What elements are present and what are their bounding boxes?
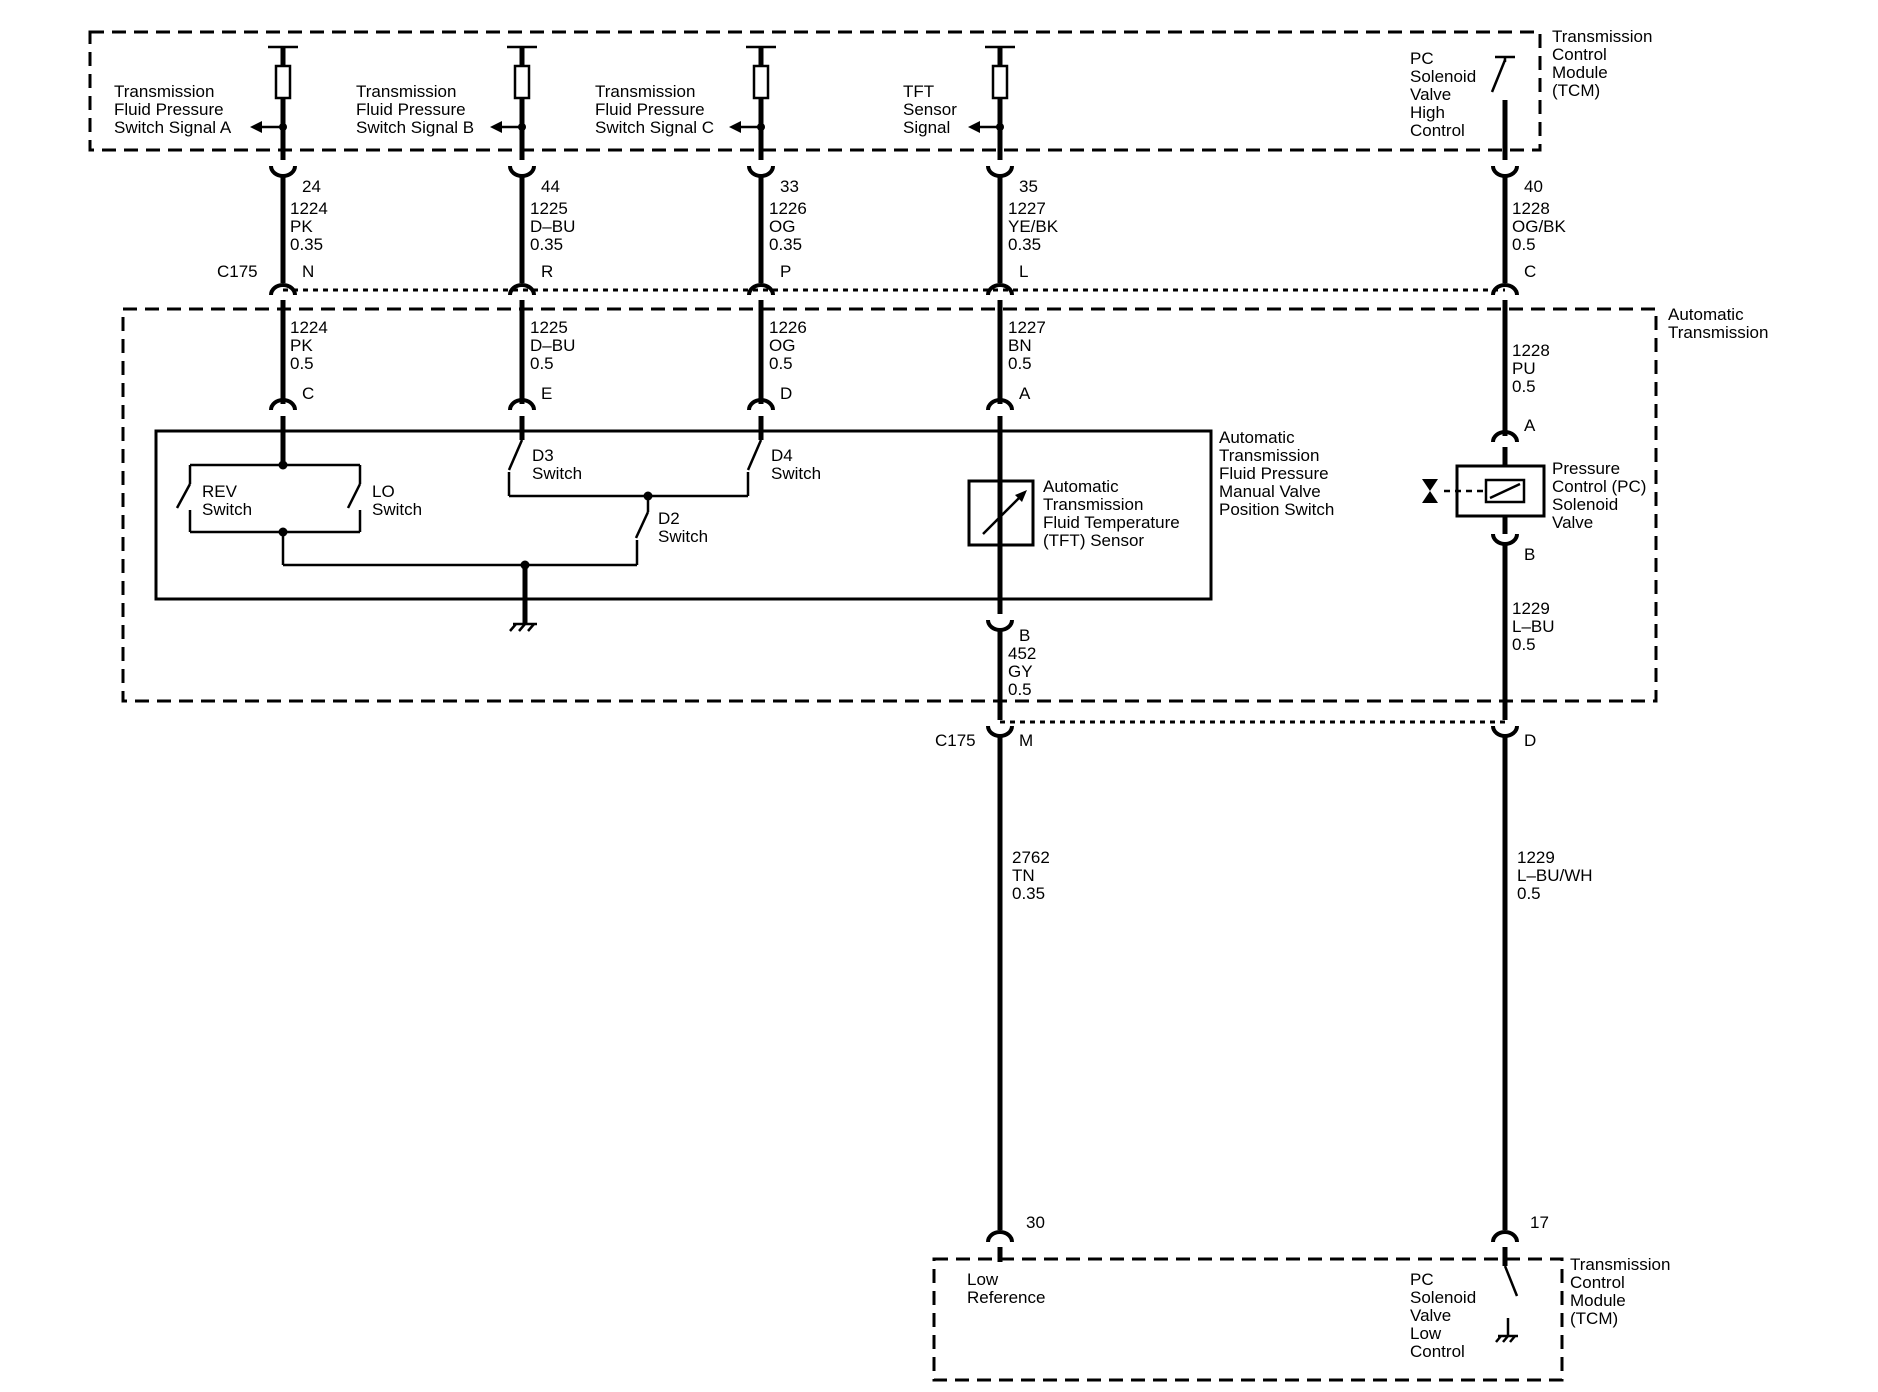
switch-pin-a: A [1019, 384, 1031, 403]
pc-solenoid-pin-b: B [1524, 545, 1535, 564]
tcm-top-title: Transmission Control Module (TCM) [1552, 27, 1657, 100]
pc-solenoid-pin-a: A [1524, 416, 1536, 435]
tft-pin-b: B [1019, 626, 1030, 645]
tcm-pin-33: 33 [780, 177, 799, 196]
wire-1227-trans: 1227 BN 0.5 [1008, 318, 1051, 373]
d2-switch-label: D2 Switch [658, 509, 708, 546]
tcm-pin-17: 17 [1530, 1213, 1549, 1232]
manual-valve-position-switch-box [154, 429, 1213, 601]
c175-pin-n: N [302, 262, 314, 281]
tcm-pin-35: 35 [1019, 177, 1038, 196]
pullup-a [250, 45, 298, 160]
pullup-c [729, 45, 776, 160]
ground-icon [509, 565, 537, 632]
tcm-top-box [88, 30, 1542, 152]
wire-1229-lower-label: 1229 L–BU/WH 0.5 [1517, 848, 1597, 903]
c175-pin-d: D [1524, 731, 1536, 750]
c175-label-lower: C175 [935, 731, 976, 750]
wire-1227-upper: 1227 YE/BK 0.35 [1008, 199, 1063, 254]
c175-lower-connector [986, 720, 1519, 738]
signal-a-label: Transmission Fluid Pressure Switch Signa… [114, 82, 232, 137]
tcm-bottom-box [932, 1257, 1564, 1382]
pc-high-label: PC Solenoid Valve High Control [1410, 49, 1481, 140]
pc-low-driver [1502, 1247, 1519, 1336]
signal-c-label: Transmission Fluid Pressure Switch Signa… [595, 82, 714, 137]
pullup-tft [968, 45, 1015, 160]
tcm-pin-44: 44 [541, 177, 560, 196]
rev-switch-label: REV Switch [202, 482, 252, 519]
switch-pin-d: D [780, 384, 792, 403]
tcm-pin-30: 30 [1026, 1213, 1045, 1232]
low-reference-label: Low Reference [967, 1270, 1045, 1307]
d4-switch-label: D4 Switch [771, 446, 821, 483]
trans-wires [280, 300, 1508, 436]
pc-solenoid-valve [1422, 430, 1546, 546]
wire-1228-upper: 1228 OG/BK 0.5 [1512, 199, 1571, 254]
wire-1224-upper: 1224 PK 0.35 [290, 199, 333, 254]
wire-1229-trans-label: 1229 L–BU 0.5 [1512, 599, 1559, 654]
manual-valve-position-switch-title: Automatic Transmission Fluid Pressure Ma… [1219, 428, 1334, 519]
signal-b-label: Transmission Fluid Pressure Switch Signa… [356, 82, 474, 137]
tcm-pin-24: 24 [302, 177, 321, 196]
wire-2762-label: 2762 TN 0.35 [1012, 848, 1055, 903]
c175-pin-m: M [1019, 731, 1033, 750]
pc-solenoid-label: Pressure Control (PC) Solenoid Valve [1552, 459, 1651, 532]
tcm-top-connectors [269, 165, 1519, 178]
wire-1225-trans: 1225 D–BU 0.5 [530, 318, 580, 373]
tcm-bottom-connectors [986, 1230, 1519, 1243]
wire-1225-upper: 1225 D–BU 0.35 [530, 199, 580, 254]
c175-pin-r: R [541, 262, 553, 281]
wire-1226-upper: 1226 OG 0.35 [769, 199, 812, 254]
c175-label-upper: C175 [217, 262, 258, 281]
tft-pin-b-connector [986, 619, 1014, 632]
automatic-transmission-title: Automatic Transmission [1668, 305, 1768, 342]
wire-452-label: 452 GY 0.5 [1008, 644, 1041, 699]
pc-low-ground-icon [1495, 1334, 1518, 1343]
c175-upper-connector [269, 283, 1519, 296]
d-switches [507, 416, 764, 565]
wire-1224-trans: 1224 PK 0.5 [290, 318, 333, 373]
wire-1226-trans: 1226 OG 0.5 [769, 318, 812, 373]
d3-switch-label: D3 Switch [532, 446, 582, 483]
rev-lo-switches [175, 416, 637, 570]
tcm-pin-40: 40 [1524, 177, 1543, 196]
automatic-transmission-box [121, 307, 1658, 703]
tft-sensor-label: Automatic Transmission Fluid Temperature… [1043, 477, 1184, 550]
c175-pin-l: L [1019, 262, 1028, 281]
tft-sensor [967, 416, 1035, 614]
pc-low-label: PC Solenoid Valve Low Control [1410, 1270, 1481, 1361]
switch-assembly-connectors [269, 398, 1014, 411]
c175-pin-p: P [780, 262, 791, 281]
tcm-bottom-title: Transmission Control Module (TCM) [1570, 1255, 1675, 1328]
switch-pin-e: E [541, 384, 552, 403]
c175-pin-c: C [1524, 262, 1536, 281]
upper-wires [280, 176, 1508, 283]
tft-signal-label: TFT Sensor Signal [903, 82, 962, 137]
wire-1228-trans: 1228 PU 0.5 [1512, 341, 1555, 396]
switch-pin-c: C [302, 384, 314, 403]
pullup-b [490, 45, 537, 160]
lo-switch-label: LO Switch [372, 482, 422, 519]
pc-high-driver [1490, 55, 1515, 160]
